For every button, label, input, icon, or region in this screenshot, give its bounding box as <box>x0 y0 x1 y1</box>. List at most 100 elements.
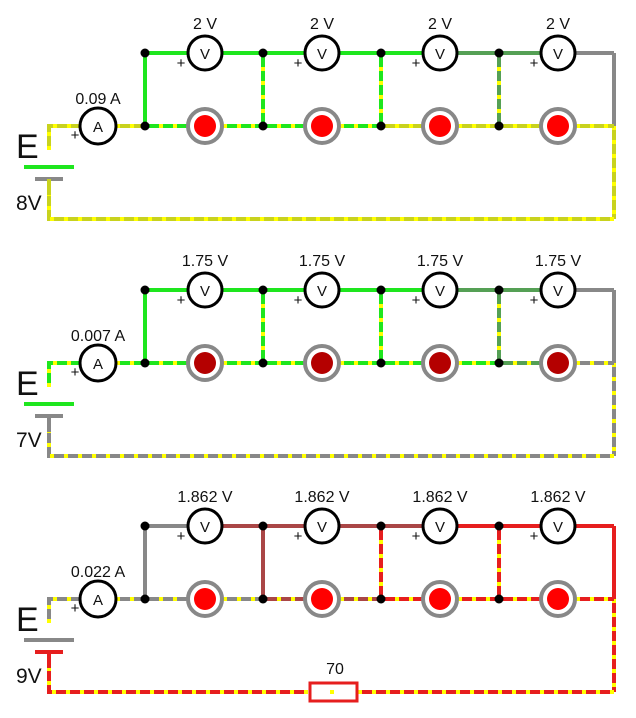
lamp-bulb <box>547 115 569 137</box>
resistor-label: 70 <box>326 661 344 678</box>
bottom-wire <box>47 195 614 221</box>
lamp <box>303 344 341 382</box>
voltmeter-reading: 2 V <box>310 16 334 33</box>
wire-line <box>47 195 614 221</box>
lamp-bulb <box>429 352 451 374</box>
junction-dot <box>376 48 386 58</box>
voltmeter-symbol: V <box>553 46 563 63</box>
junction-dot <box>494 121 504 131</box>
emf-label: E <box>16 365 39 403</box>
battery-feed-wire <box>47 597 80 623</box>
voltmeter-symbol: V <box>553 283 563 300</box>
junction-dot <box>258 285 268 295</box>
lamp <box>539 580 577 618</box>
voltmeter-reading: 1.862 V <box>294 489 349 506</box>
voltmeter-symbol: V <box>200 519 210 536</box>
junction-dot <box>494 521 504 531</box>
voltmeter-reading: 1.75 V <box>182 253 229 270</box>
voltmeter: V+2 V <box>177 16 224 72</box>
lamp <box>421 344 459 382</box>
current-dash <box>47 124 80 150</box>
lamp <box>303 580 341 618</box>
voltmeter-symbol: V <box>317 519 327 536</box>
voltmeter-symbol: V <box>200 46 210 63</box>
emf-label: E <box>16 128 39 166</box>
current-dash <box>47 668 308 694</box>
lamp <box>421 107 459 145</box>
lamp-bulb <box>429 115 451 137</box>
lamp <box>186 344 224 382</box>
voltmeter-reading: 1.75 V <box>299 253 346 270</box>
lamp-bulb <box>194 352 216 374</box>
voltmeter-plus-sign: + <box>412 292 421 309</box>
voltmeter-body <box>539 507 577 545</box>
voltmeter-symbol: V <box>317 46 327 63</box>
ammeter-symbol: A <box>93 119 103 136</box>
voltmeter-body <box>303 271 341 309</box>
voltmeter: V+1.75 V <box>530 253 582 309</box>
current-dash <box>47 432 614 458</box>
resistor: 70 <box>308 661 359 703</box>
voltmeter: V+2 V <box>294 16 341 72</box>
lamp-bulb <box>429 588 451 610</box>
lamp-bulb <box>547 588 569 610</box>
voltmeter: V +1.862 V <box>177 489 233 545</box>
voltmeter-plus-sign: + <box>294 528 303 545</box>
battery-feed-wire <box>47 361 80 387</box>
lamp <box>303 107 341 145</box>
junction-dot <box>376 121 386 131</box>
voltmeter-reading: 1.862 V <box>412 489 467 506</box>
voltmeter-body <box>186 271 224 309</box>
lamp-bulb <box>311 588 333 610</box>
voltmeter-symbol: V <box>435 46 445 63</box>
voltmeter-reading: 1.75 V <box>417 253 464 270</box>
ammeter-reading: 0.007 A <box>71 328 126 345</box>
voltmeter-plus-sign: + <box>177 528 186 545</box>
voltmeter-symbol: V <box>435 283 445 300</box>
voltmeter-plus-sign: + <box>530 55 539 72</box>
lamp-bulb <box>194 115 216 137</box>
voltmeter: V+1.75 V <box>177 253 229 309</box>
voltmeter: V+1.862 V <box>530 489 586 545</box>
voltmeter: V+2 V <box>412 16 459 72</box>
voltmeter-symbol: V <box>553 519 563 536</box>
lamp <box>539 344 577 382</box>
lamp <box>186 107 224 145</box>
junction-dot <box>258 48 268 58</box>
junction-dot <box>140 594 150 604</box>
voltmeter-body <box>539 34 577 72</box>
voltmeter-reading: 1.862 V <box>177 489 232 506</box>
voltmeter-body <box>421 271 459 309</box>
junction-dot <box>494 358 504 368</box>
junction-dot <box>140 48 150 58</box>
voltmeter-body <box>421 34 459 72</box>
junction-dot <box>140 358 150 368</box>
lamp <box>421 580 459 618</box>
ammeter-reading: 0.09 A <box>75 91 121 108</box>
ammeter-symbol: A <box>93 592 103 609</box>
junction-dot <box>258 594 268 604</box>
junction-dot <box>494 594 504 604</box>
ammeter-plus-sign: + <box>71 600 80 617</box>
ammeter <box>78 343 118 383</box>
wire-line <box>47 432 614 458</box>
source-voltage-label: 9V <box>16 665 42 688</box>
voltmeter: V +1.75 V <box>412 253 464 309</box>
junction-dot <box>140 521 150 531</box>
junction-dot <box>140 121 150 131</box>
voltmeter-body <box>303 34 341 72</box>
source-voltage-label: 7V <box>16 429 42 452</box>
ammeter <box>78 579 118 619</box>
voltmeter: V +2 V <box>530 16 577 72</box>
source-voltage-label: 8V <box>16 192 42 215</box>
voltmeter: V+1.862 V <box>412 489 468 545</box>
junction-dot <box>258 521 268 531</box>
junction-dot <box>494 48 504 58</box>
voltmeter-reading: 2 V <box>546 16 570 33</box>
bottom-wire <box>47 432 614 458</box>
junction-dot <box>376 521 386 531</box>
current-dash <box>47 195 614 221</box>
voltmeter-symbol: V <box>317 283 327 300</box>
